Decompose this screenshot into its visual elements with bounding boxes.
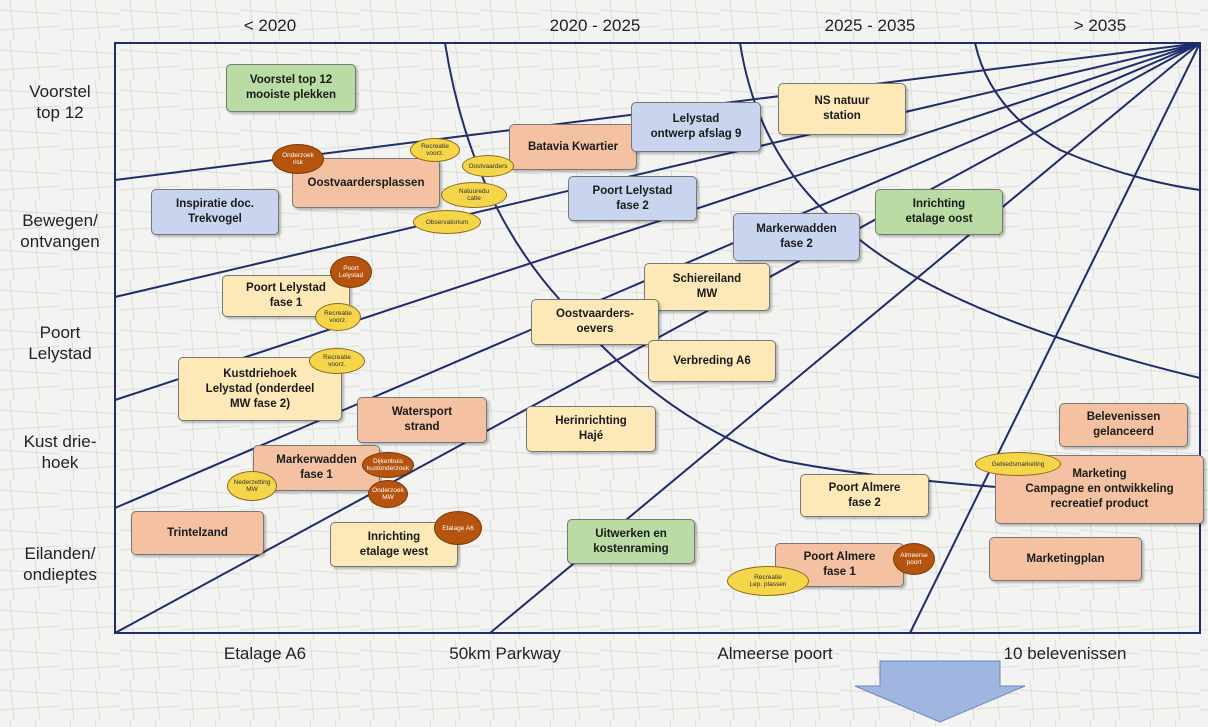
- oval-onderzoek-risk: Onderzoek risk: [272, 144, 324, 174]
- box-watersport-strand[interactable]: Watersport strand: [357, 397, 487, 443]
- ray-line: [114, 42, 1201, 298]
- box-poort-lelystad-fase-2[interactable]: Poort Lelystad fase 2: [568, 176, 697, 221]
- oval-nederzetting-mw: Nederzetting MW: [227, 471, 277, 501]
- col-header: 2025 - 2035: [824, 16, 916, 35]
- box-markerwadden-fase-2[interactable]: Markerwadden fase 2: [733, 213, 860, 261]
- oval-poort-lelystad: Poort Lelystad: [330, 256, 372, 288]
- box-inspiratie-trekvogel[interactable]: Inspiratie doc. Trekvogel: [151, 189, 279, 235]
- ray-line: [114, 42, 1201, 401]
- oval-almeerse-poort: Almeerse poort: [893, 543, 935, 575]
- bottom-label: Almeerse poort: [717, 644, 833, 663]
- oval-onderzoek-mw: Onderzoek MW: [368, 480, 408, 508]
- box-voorstel-top-12[interactable]: Voorstel top 12 mooiste plekken: [226, 64, 356, 112]
- oval-natuureducatie: Natuuredu catie: [441, 182, 507, 208]
- row-label: Voorstel top 12: [29, 82, 91, 122]
- oval-recreatie-voorz: Recreatie voorz.: [410, 138, 460, 162]
- bottom-label: 50km Parkway: [449, 644, 561, 663]
- box-herinrichting-haje[interactable]: Herinrichting Hajé: [526, 406, 656, 452]
- box-inrichting-etalage-oost[interactable]: Inrichting etalage oost: [875, 189, 1003, 235]
- box-marketingplan[interactable]: Marketingplan: [989, 537, 1142, 581]
- col-header: 2020 - 2025: [549, 16, 641, 35]
- box-poort-almere-fase-2[interactable]: Poort Almere fase 2: [800, 474, 929, 517]
- box-uitwerken-kostenraming[interactable]: Uitwerken en kostenraming: [567, 519, 695, 564]
- box-trintelzand[interactable]: Trintelzand: [131, 511, 264, 555]
- arc-2035: [974, 42, 1201, 191]
- oval-gebiedsmarketing: Gebiedsmarketing: [975, 452, 1061, 476]
- box-ns-natuur-station[interactable]: NS natuur station: [778, 83, 906, 135]
- frame: [114, 42, 1201, 634]
- col-header: > 2035: [1073, 16, 1127, 35]
- oval-oostvaarders: Oostvaarders: [462, 155, 514, 177]
- arc-2025: [739, 42, 1201, 379]
- ray-line: [909, 42, 1201, 634]
- box-oostvaarders-oevers[interactable]: Oostvaarders- oevers: [531, 299, 659, 345]
- oval-recreatie-voorz: Recreatie voorz.: [315, 303, 361, 331]
- oval-etalage-a6: Etalage A6: [434, 511, 482, 545]
- box-batavia-kwartier[interactable]: Batavia Kwartier: [509, 124, 637, 170]
- box-belevenissen-gelanceerd[interactable]: Belevenissen gelanceerd: [1059, 403, 1188, 447]
- bottom-label: Etalage A6: [223, 644, 307, 663]
- down-arrow: [854, 660, 1026, 723]
- row-label: Kust drie- hoek: [23, 432, 97, 472]
- box-lelystad-afslag-9[interactable]: Lelystad ontwerp afslag 9: [631, 102, 761, 152]
- box-verbreding-a6[interactable]: Verbreding A6: [648, 340, 776, 382]
- row-label: Eilanden/ ondieptes: [23, 544, 97, 584]
- oval-recreatie-voorz: Recreatie voorz.: [309, 348, 365, 374]
- oval-dijkenbuis: Dijkenbuis kustonderzoek: [362, 452, 414, 478]
- bottom-label: 10 belevenissen: [1003, 644, 1127, 663]
- box-kustdriehoek[interactable]: Kustdriehoek Lelystad (onderdeel MW fase…: [178, 357, 342, 421]
- oval-observatorium: Observatorium: [413, 210, 481, 234]
- row-label: Poort Lelystad: [28, 323, 92, 363]
- oval-recreatie-lep-plassen: Recreatie Lep. plassen: [727, 566, 809, 596]
- box-schiereiland-mw[interactable]: Schiereiland MW: [644, 263, 770, 311]
- row-label: Bewegen/ ontvangen: [20, 211, 100, 251]
- col-header: < 2020: [243, 16, 297, 35]
